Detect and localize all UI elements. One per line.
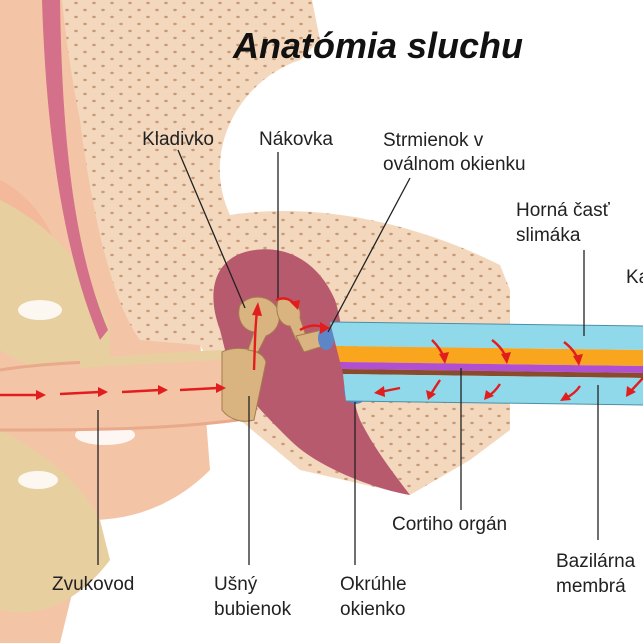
cochlea-arrows bbox=[374, 339, 643, 401]
label-okruhle-line1: Okrúhle bbox=[340, 574, 407, 595]
label-usny-line2: bubienok bbox=[214, 599, 292, 620]
label-cortiho: Cortiho orgán bbox=[392, 514, 507, 535]
diagram-title: Anatómia sluchu bbox=[232, 25, 523, 66]
label-okruhle-line2: okienko bbox=[340, 599, 406, 620]
label-nakovka: Nákovka bbox=[259, 129, 333, 150]
label-bazilarna-line2: membrá bbox=[556, 576, 626, 597]
ear-canal bbox=[0, 355, 238, 430]
canal-cartilage bbox=[80, 350, 222, 368]
label-horna-line2: slimáka bbox=[516, 225, 581, 246]
skin-edge-strip bbox=[42, 0, 108, 340]
label-horna-line1: Horná časť bbox=[516, 200, 611, 221]
canal-edge bbox=[0, 418, 239, 432]
auricle-cartilage bbox=[0, 200, 110, 374]
label-strmienok-line2: oválnom okienku bbox=[383, 154, 526, 175]
label-kladivko: Kladivko bbox=[142, 129, 214, 150]
highlight-shape bbox=[18, 471, 58, 489]
label-bazilarna-line1: Bazilárna bbox=[556, 551, 636, 572]
label-strmienok-line1: Strmienok v bbox=[383, 130, 484, 151]
highlight-shape bbox=[18, 300, 62, 320]
label-zvukovod: Zvukovod bbox=[52, 574, 134, 595]
sound-arrows bbox=[0, 297, 330, 400]
leader-lines bbox=[97, 149, 599, 565]
label-kanal-partial: Ka bbox=[626, 267, 643, 288]
label-usny-line1: Ušný bbox=[214, 574, 258, 595]
malleus bbox=[238, 296, 280, 353]
